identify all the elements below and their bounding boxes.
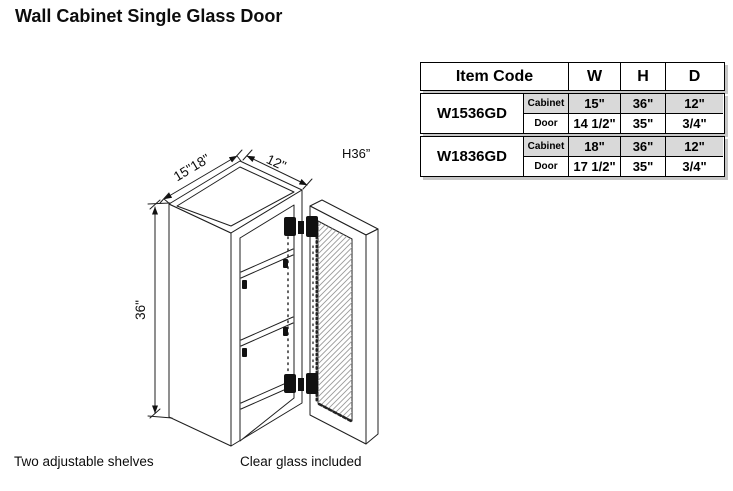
value-cabinet-w: 15" bbox=[568, 94, 620, 114]
item-code-cell: W1536GD bbox=[421, 94, 523, 133]
table-row-group-w1536gd: W1536GD Cabinet 15" 36" 12" Door 14 1/2"… bbox=[420, 93, 725, 134]
value-cabinet-d: 12" bbox=[665, 137, 723, 157]
row-label-door: Door bbox=[523, 156, 568, 176]
door-side-edge bbox=[365, 228, 379, 445]
value-door-h: 35" bbox=[620, 156, 665, 176]
glass-door bbox=[309, 199, 379, 445]
column-header-d: D bbox=[665, 63, 723, 90]
shelf-pins bbox=[242, 259, 288, 357]
caption-adjustable-shelves: Two adjustable shelves bbox=[14, 454, 154, 469]
row-label-cabinet: Cabinet bbox=[523, 94, 568, 114]
spec-table-header-row: Item Code W H D bbox=[420, 62, 725, 91]
spec-table: Item Code W H D W1536GD Cabinet 15" 36" … bbox=[420, 62, 725, 179]
cabinet-box bbox=[168, 160, 303, 447]
column-header-item-code: Item Code bbox=[455, 67, 534, 85]
page-title: Wall Cabinet Single Glass Door bbox=[15, 6, 283, 26]
column-header-h: H bbox=[620, 63, 665, 90]
hinge-top-icon bbox=[284, 216, 318, 237]
caption-clear-glass: Clear glass included bbox=[240, 454, 362, 469]
value-cabinet-d: 12" bbox=[665, 94, 723, 114]
glass-hatch bbox=[318, 221, 352, 421]
column-header-w: W bbox=[568, 63, 620, 90]
cabinet-left-panel bbox=[168, 203, 232, 447]
value-door-h: 35" bbox=[620, 113, 665, 133]
cabinet-opening bbox=[239, 204, 295, 442]
value-door-w: 14 1/2" bbox=[568, 113, 620, 133]
value-door-d: 3/4" bbox=[665, 113, 723, 133]
dim-height bbox=[147, 199, 173, 419]
value-door-w: 17 1/2" bbox=[568, 156, 620, 176]
dim-height-label: 36" bbox=[133, 300, 148, 320]
value-cabinet-h: 36" bbox=[620, 137, 665, 157]
item-code-cell: W1836GD bbox=[421, 137, 523, 176]
dim-depth bbox=[242, 149, 313, 190]
hinge-bottom-icon bbox=[284, 373, 318, 394]
dim-width-label: 15"18" bbox=[171, 151, 213, 184]
height-note-label: H36” bbox=[342, 146, 370, 161]
value-door-d: 3/4" bbox=[665, 156, 723, 176]
table-row-group-w1836gd: W1836GD Cabinet 18" 36" 12" Door 17 1/2"… bbox=[420, 136, 725, 177]
glass-gasket-bottom bbox=[317, 402, 353, 423]
dim-width bbox=[159, 149, 243, 205]
dim-depth-label: 12" bbox=[264, 152, 288, 174]
row-label-door: Door bbox=[523, 113, 568, 133]
row-label-cabinet: Cabinet bbox=[523, 137, 568, 157]
value-cabinet-w: 18" bbox=[568, 137, 620, 157]
value-cabinet-h: 36" bbox=[620, 94, 665, 114]
